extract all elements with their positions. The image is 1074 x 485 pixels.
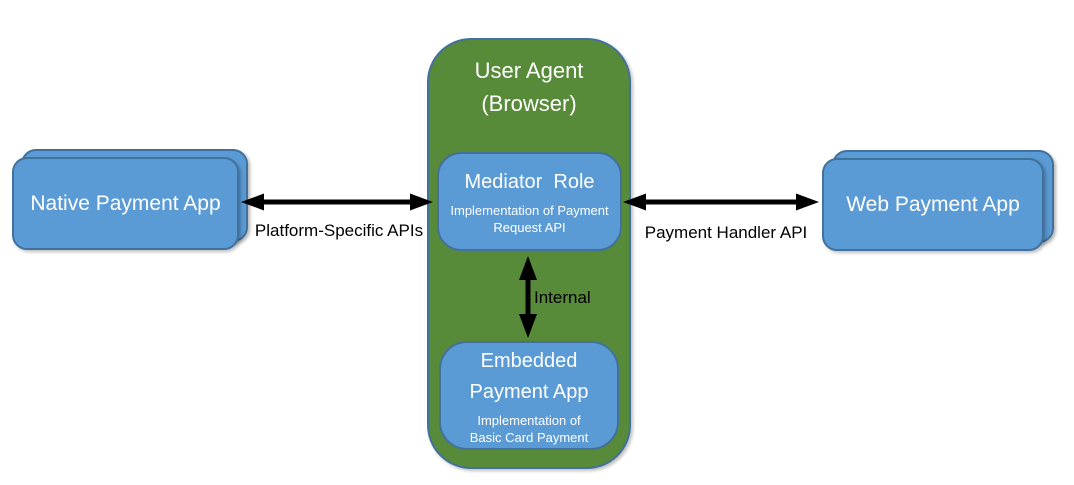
native-payment-app-label: Native Payment App bbox=[30, 191, 221, 215]
internal-label: Internal bbox=[534, 288, 591, 307]
web-payment-app-label: Web Payment App bbox=[846, 192, 1020, 216]
embedded-payment-app-subtitle: Implementation of Basic Card Payment bbox=[469, 412, 589, 445]
user-agent-title: User Agent (Browser) bbox=[474, 58, 584, 116]
arrow-payment-handler-api bbox=[623, 193, 819, 211]
arrow-platform-specific-apis bbox=[241, 193, 433, 211]
payment-handler-api-label: Payment Handler API bbox=[644, 223, 808, 242]
mediator-role-subtitle: Implementation of Payment Request API bbox=[450, 203, 609, 235]
native-payment-app-box: Native Payment App bbox=[12, 157, 239, 250]
platform-specific-apis-label: Platform-Specific APIs bbox=[254, 221, 424, 240]
web-payment-app-box: Web Payment App bbox=[822, 158, 1044, 251]
mediator-role-box: Mediator Role Implementation of Payment … bbox=[437, 152, 622, 251]
mediator-role-title: Mediator Role bbox=[464, 171, 595, 193]
embedded-payment-app-box: Embedded Payment App Implementation of B… bbox=[439, 341, 619, 450]
arrow-internal bbox=[519, 256, 537, 338]
embedded-payment-app-title: Embedded Payment App bbox=[469, 349, 589, 403]
